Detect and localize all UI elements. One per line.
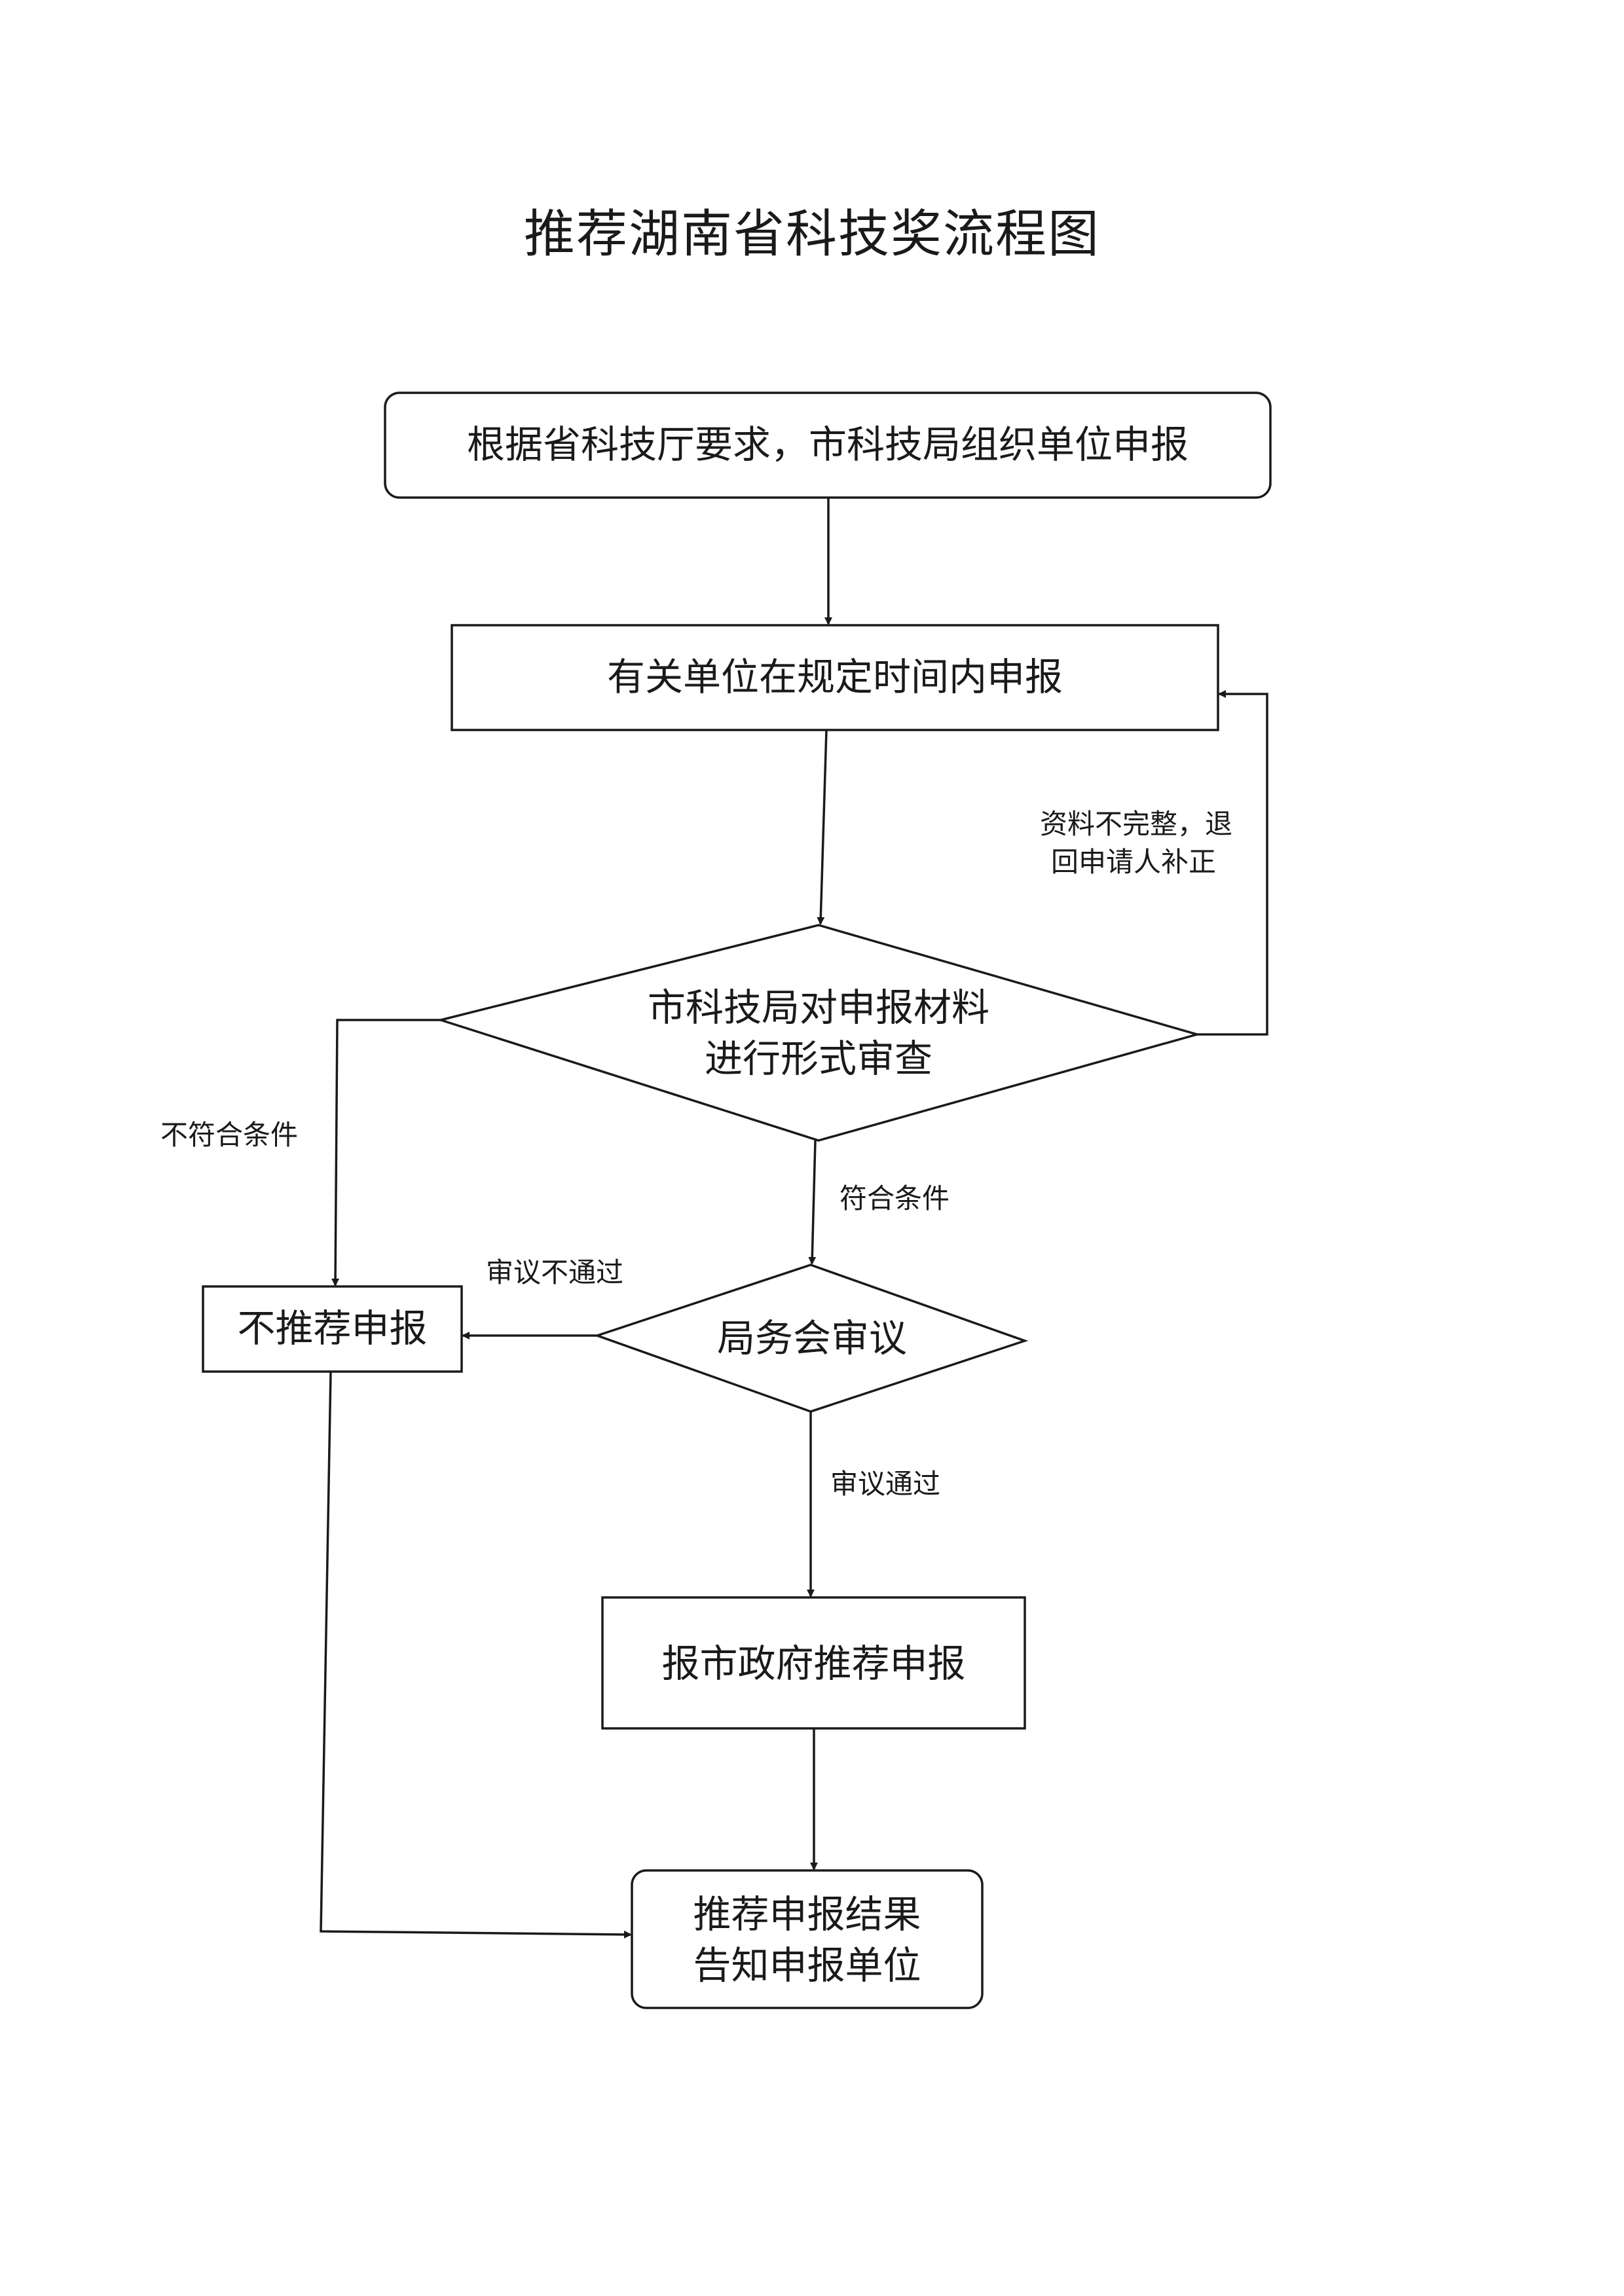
start-text: 根据省科技厅要求，市科技局组织单位申报 <box>466 422 1189 467</box>
review-text-line2: 进行形式审查 <box>704 1036 932 1081</box>
submit-box <box>451 624 1219 731</box>
result-text-line1: 推荐申报结果 <box>693 1892 921 1937</box>
review-failed-label: 审议不通过 <box>486 1256 624 1288</box>
not-recommend-text: 不推荐申报 <box>237 1306 428 1351</box>
edge-review-to-meeting <box>808 1140 817 1265</box>
page-title: 推荐湖南省科技奖流程图 <box>523 205 1100 264</box>
review-diamond <box>436 924 1202 1142</box>
report-gov-text: 报市政府推荐申报 <box>661 1641 966 1686</box>
not-qualified-label: 不符合条件 <box>160 1119 299 1151</box>
submit-text: 有关单位在规定时间内申报 <box>606 655 1063 699</box>
result-text-line2: 告知申报单位 <box>693 1943 921 1988</box>
result-box <box>631 1869 984 2009</box>
incomplete-label-line2: 回申请人补正 <box>1051 846 1217 878</box>
edge-not-recommend-to-result <box>320 1371 632 1939</box>
not-recommend-box <box>202 1285 463 1373</box>
edge-review-to-not-recommend <box>331 1019 441 1286</box>
review-text-line1: 市科技局对申报材料 <box>647 985 989 1030</box>
review-passed-label: 审议通过 <box>830 1468 941 1500</box>
edge-submit-to-review <box>817 729 828 925</box>
qualified-label: 符合条件 <box>840 1182 950 1214</box>
incomplete-label-line1: 资料不完整，退 <box>1040 808 1233 840</box>
edge-review-to-submit <box>1197 690 1268 1036</box>
bureau-meeting-text: 局务会审议 <box>716 1316 907 1360</box>
